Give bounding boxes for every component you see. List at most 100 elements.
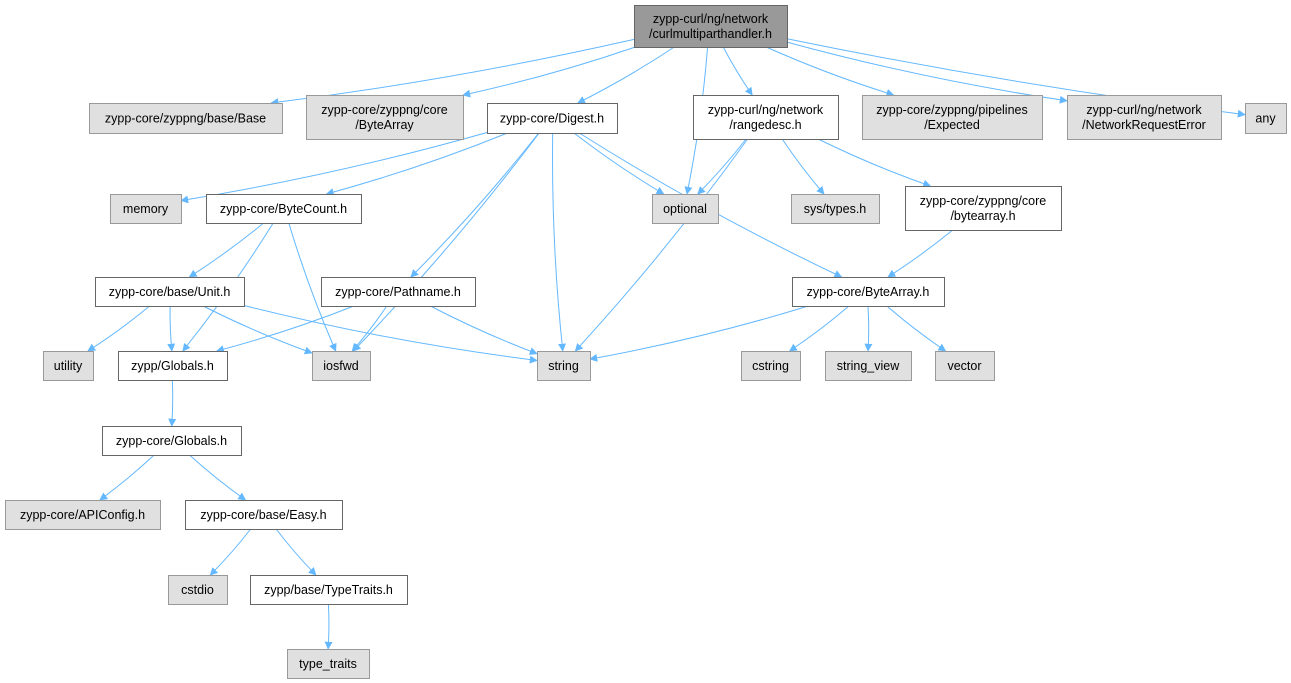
node-zypp-core-zyppng-core-bytearray-h[interactable]: zypp-core/zyppng/core/bytearray.h (905, 186, 1062, 231)
node-box (168, 575, 228, 605)
node-box (250, 575, 408, 605)
edge-zyppglobals-to-coreglobals (168, 379, 177, 427)
node-zypp-core-digest-h[interactable]: zypp-core/Digest.h (487, 103, 618, 134)
edge-line (168, 379, 177, 427)
edge-ByteArray-to-cstring (788, 305, 850, 352)
node-box (102, 426, 242, 456)
edge-line (270, 38, 635, 107)
edge-line (351, 305, 388, 352)
edge-line (786, 41, 1068, 104)
edge-line (352, 132, 540, 352)
node-zypp-core-bytecount-h[interactable]: zypp-core/ByteCount.h (206, 194, 362, 224)
node-layer: zypp-curl/ng/network/curlmultiparthandle… (5, 5, 1287, 679)
node-label: zypp-core/zyppng/core (321, 103, 448, 117)
edge-line (243, 305, 538, 364)
edge-line (722, 46, 753, 96)
node-box (791, 194, 880, 224)
edge-line (167, 305, 176, 352)
node-box (118, 351, 228, 381)
edge-root-to-digest (577, 46, 675, 104)
node-label: zypp-core/Globals.h (116, 434, 227, 448)
node-memory: memory (110, 194, 182, 224)
node-zypp-core-pathname-h[interactable]: zypp-core/Pathname.h (321, 277, 476, 307)
edge-line (887, 229, 954, 278)
edge-root-to-base (270, 38, 635, 107)
edge-rangedesc-to-optional (697, 138, 747, 195)
node-box (741, 351, 801, 381)
node-vector: vector (935, 351, 995, 381)
node-label: zypp-core/base/Easy.h (200, 508, 326, 522)
node-label: zypp-core/Digest.h (500, 112, 604, 126)
edge-digest-to-bytecount (325, 132, 508, 196)
node-label: /curlmultiparthandler.h (649, 27, 772, 41)
node-label: zypp/base/TypeTraits.h (264, 583, 393, 597)
edge-ByteArray-to-string (589, 305, 809, 362)
node-zypp-curl-ng-network-rangedesc-h[interactable]: zypp-curl/ng/network/rangedesc.h (693, 95, 839, 140)
node-label: zypp-core/ByteCount.h (220, 202, 347, 216)
edge-ByteArray-to-stringview (864, 305, 873, 352)
edge-line (189, 454, 247, 501)
node-type-traits: type_traits (287, 649, 370, 679)
node-zypp-core-base-easy-h[interactable]: zypp-core/base/Easy.h (185, 500, 343, 530)
edge-unit-to-zyppglobals (167, 305, 176, 352)
edge-line (325, 132, 508, 196)
edge-line (864, 305, 873, 352)
edge-line (697, 138, 747, 195)
edge-rangedesc-to-bytearrayh (817, 138, 932, 188)
edge-line (788, 305, 850, 352)
node-label: zypp-curl/ng/network (1086, 103, 1202, 117)
edge-line (552, 132, 567, 352)
node-label: zypp-core/Pathname.h (335, 285, 461, 299)
node-cstring: cstring (741, 351, 801, 381)
node-box (89, 103, 283, 134)
node-zypp-base-typetraits-h[interactable]: zypp/base/TypeTraits.h (250, 575, 408, 605)
node-zypp-core-zyppng-base-base: zypp-core/zyppng/base/Base (89, 103, 283, 134)
node-box (792, 277, 945, 307)
node-box (287, 649, 370, 679)
node-label: /NetworkRequestError (1082, 118, 1206, 132)
edge-line (573, 132, 665, 195)
edge-root-to-corebytearray (462, 46, 636, 98)
edge-coreglobals-to-apiconfig (99, 454, 155, 501)
edge-line (324, 603, 333, 650)
edge-root-to-rangedesc (722, 46, 753, 96)
node-zypp-core-globals-h[interactable]: zypp-core/Globals.h (102, 426, 242, 456)
node-zypp-core-base-unit-h[interactable]: zypp-core/base/Unit.h (95, 277, 245, 307)
node-zypp-globals-h[interactable]: zypp/Globals.h (118, 351, 228, 381)
edge-digest-to-optional (573, 132, 665, 195)
edge-line (430, 305, 538, 355)
node-zypp-curl-ng-network-curlmultiparthandler-h[interactable]: zypp-curl/ng/network/curlmultiparthandle… (634, 5, 788, 48)
edge-line (886, 305, 947, 352)
node-utility: utility (43, 351, 94, 381)
edge-line (202, 305, 313, 355)
node-label: type_traits (299, 657, 357, 671)
edge-bytearrayh-to-ByteArray (887, 229, 954, 278)
node-label: any (1255, 112, 1276, 126)
edge-easy-to-cstdio (209, 528, 252, 576)
edge-line (87, 305, 150, 352)
node-box (1245, 103, 1287, 134)
node-box (95, 277, 245, 307)
node-label: cstdio (181, 583, 214, 597)
edge-ByteArray-to-vector (886, 305, 947, 352)
node-box (5, 500, 161, 530)
edge-pathname-to-zyppglobals (215, 305, 354, 354)
edge-line (209, 528, 252, 576)
edge-layer (87, 38, 1246, 650)
node-box (43, 351, 94, 381)
edge-line (577, 46, 675, 104)
node-box (312, 351, 371, 381)
edge-pathname-to-string (430, 305, 538, 355)
node-zypp-curl-ng-network-networkrequesterror: zypp-curl/ng/network/NetworkRequestError (1067, 95, 1222, 140)
edge-unit-to-string (243, 305, 538, 364)
node-label: memory (123, 202, 169, 216)
node-box (905, 186, 1062, 231)
node-label: /bytearray.h (950, 209, 1015, 223)
node-zypp-core-bytearray-h[interactable]: zypp-core/ByteArray.h (792, 277, 945, 307)
node-box (634, 5, 788, 48)
node-sys-types-h: sys/types.h (791, 194, 880, 224)
edge-rangedesc-to-systypes (781, 138, 825, 195)
node-string-view: string_view (825, 351, 912, 381)
edge-unit-to-iosfwd (202, 305, 313, 355)
edge-digest-to-iosfwd (352, 132, 540, 352)
